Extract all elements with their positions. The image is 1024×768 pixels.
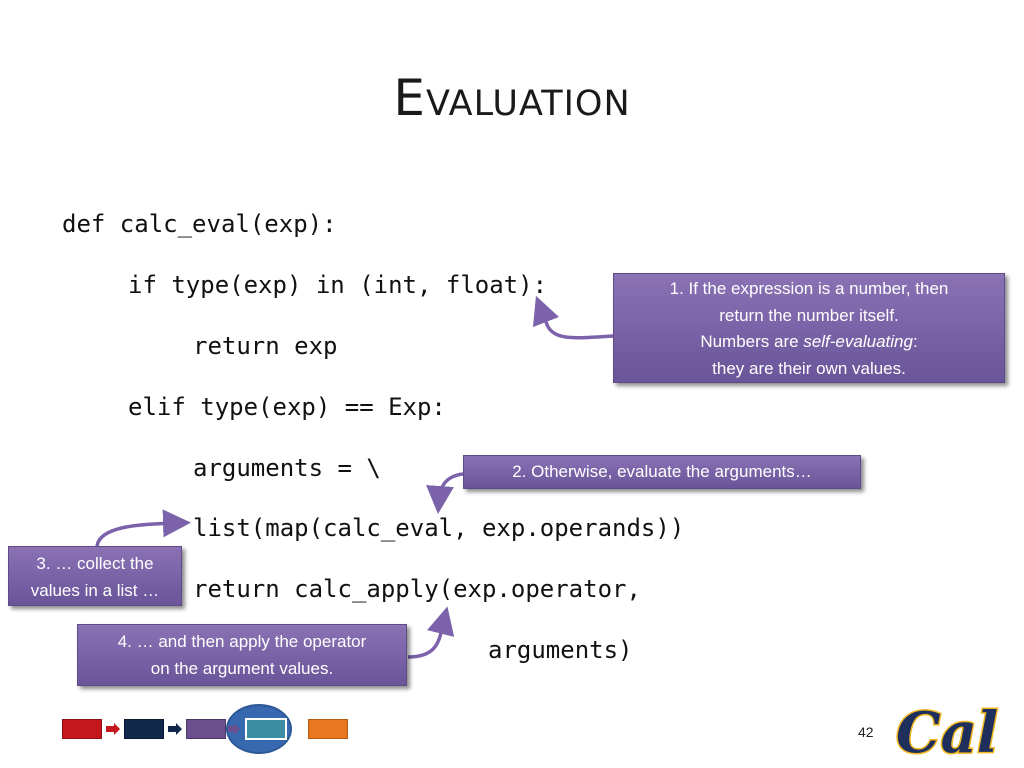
- cal-logo: Cal Cal: [895, 699, 1000, 767]
- nav-stage-orange[interactable]: [308, 719, 348, 739]
- nav-stage-purple[interactable]: [186, 719, 226, 739]
- code-line-if: if type(exp) in (int, float):: [128, 271, 548, 299]
- code-line-list-map: list(map(calc_eval, exp.operands)): [193, 514, 685, 542]
- callout-3-line-2: values in a list …: [30, 581, 160, 600]
- code-line-return-exp: return exp: [193, 332, 338, 360]
- callout-apply-operator: 4. … and then apply the operator on the …: [77, 624, 407, 686]
- nav-arrow-1-icon: [106, 723, 120, 735]
- nav-stage-teal[interactable]: [245, 718, 287, 740]
- callout-1-line-4: they are their own values.: [712, 358, 906, 378]
- callout-collect-values: 3. … collect the values in a list …: [8, 546, 182, 606]
- arrow-callout-3: [95, 509, 191, 547]
- nav-stage-navy[interactable]: [124, 719, 164, 739]
- callout-4-line-1: 4. … and then apply the operator: [117, 632, 367, 651]
- code-line-def: def calc_eval(exp):: [62, 210, 337, 238]
- code-line-arguments-close: arguments): [488, 636, 633, 664]
- nav-arrow-3-icon: [228, 723, 240, 735]
- callout-1-line-3: Numbers are self-evaluating:: [614, 329, 1004, 356]
- callout-3-line-1: 3. … collect the: [36, 554, 154, 573]
- nav-stage-red[interactable]: [62, 719, 102, 739]
- code-line-elif: elif type(exp) == Exp:: [128, 393, 446, 421]
- page-number: 42: [858, 724, 874, 740]
- code-line-arguments: arguments = \: [193, 454, 381, 482]
- cal-logo-outline: Cal: [896, 700, 998, 766]
- callout-1-line-2: return the number itself.: [719, 305, 899, 325]
- callout-2-text: 2. Otherwise, evaluate the arguments…: [512, 462, 812, 481]
- arrow-callout-1: [532, 295, 615, 340]
- callout-1-line-3-suffix: :: [912, 332, 918, 351]
- callout-4-line-2: on the argument values.: [150, 659, 334, 678]
- arrow-callout-4: [407, 606, 455, 659]
- callout-1-emphasis: self-evaluating: [803, 332, 913, 351]
- nav-arrows: [106, 723, 240, 735]
- callout-self-evaluating: 1. If the expression is a number, then r…: [613, 273, 1005, 383]
- callout-evaluate-arguments: 2. Otherwise, evaluate the arguments…: [463, 455, 861, 489]
- callout-1-line-3-prefix: Numbers are: [700, 332, 804, 351]
- slide-title: Evaluation: [393, 69, 631, 127]
- nav-arrow-2-icon: [168, 723, 182, 735]
- callout-1-line-1: 1. If the expression is a number, then: [669, 279, 949, 298]
- cal-logo-text: Cal: [896, 700, 998, 766]
- code-line-return-apply: return calc_apply(exp.operator,: [193, 575, 641, 603]
- arrow-callout-2: [426, 472, 464, 514]
